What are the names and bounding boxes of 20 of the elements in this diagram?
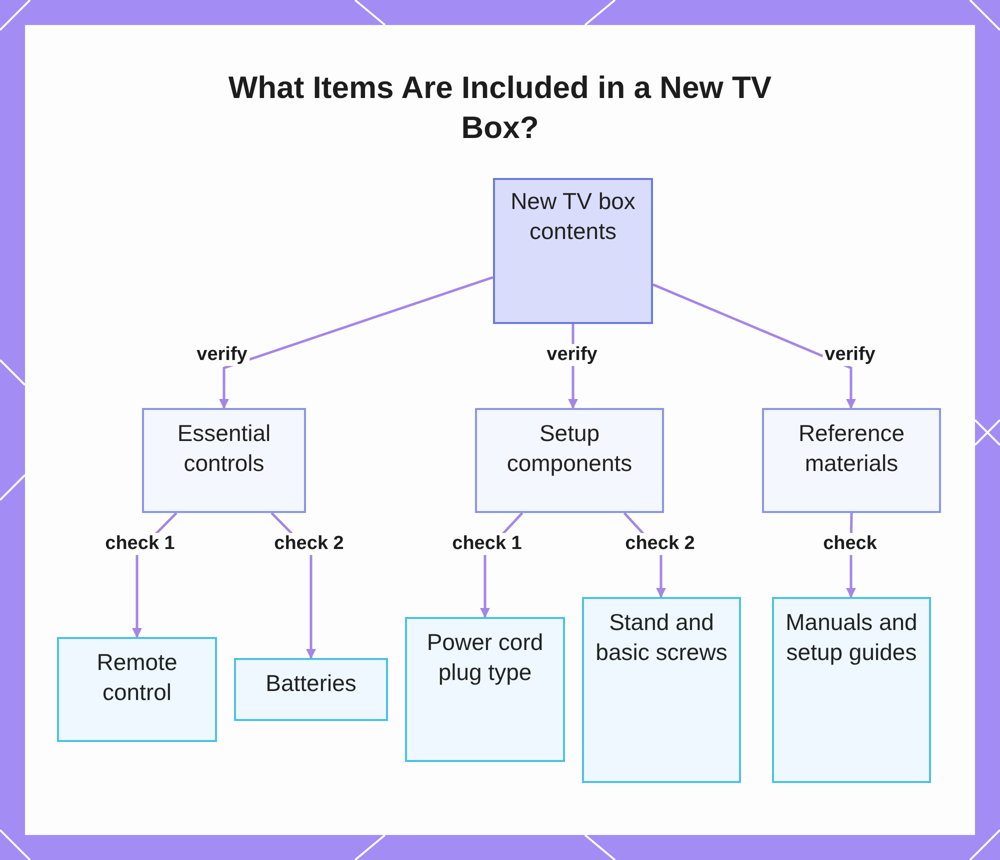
diagram-title: What Items Are Included in a New TV Box? bbox=[227, 69, 773, 147]
category-box: Setup components bbox=[475, 408, 664, 513]
item-box: Batteries bbox=[234, 658, 388, 721]
edge-label: check 2 bbox=[272, 533, 346, 555]
edge-label: verify bbox=[544, 344, 600, 366]
item-box: Remote control bbox=[57, 637, 217, 742]
edge-label: check 1 bbox=[450, 533, 524, 555]
category-box: Essential controls bbox=[142, 408, 306, 513]
item-box: Manuals and setup guides bbox=[772, 597, 931, 783]
edge-label: check 1 bbox=[103, 533, 177, 555]
edge-label: verify bbox=[822, 344, 878, 366]
edge-label: verify bbox=[194, 344, 250, 366]
item-box: Stand and basic screws bbox=[582, 597, 741, 783]
root-box: New TV box contents bbox=[493, 178, 653, 324]
edge-label: check 2 bbox=[623, 533, 697, 555]
category-box: Reference materials bbox=[762, 408, 941, 513]
arrow bbox=[219, 276, 494, 409]
item-box: Power cord plug type bbox=[405, 617, 565, 762]
arrow bbox=[652, 283, 856, 409]
edge-label: check bbox=[821, 533, 879, 555]
